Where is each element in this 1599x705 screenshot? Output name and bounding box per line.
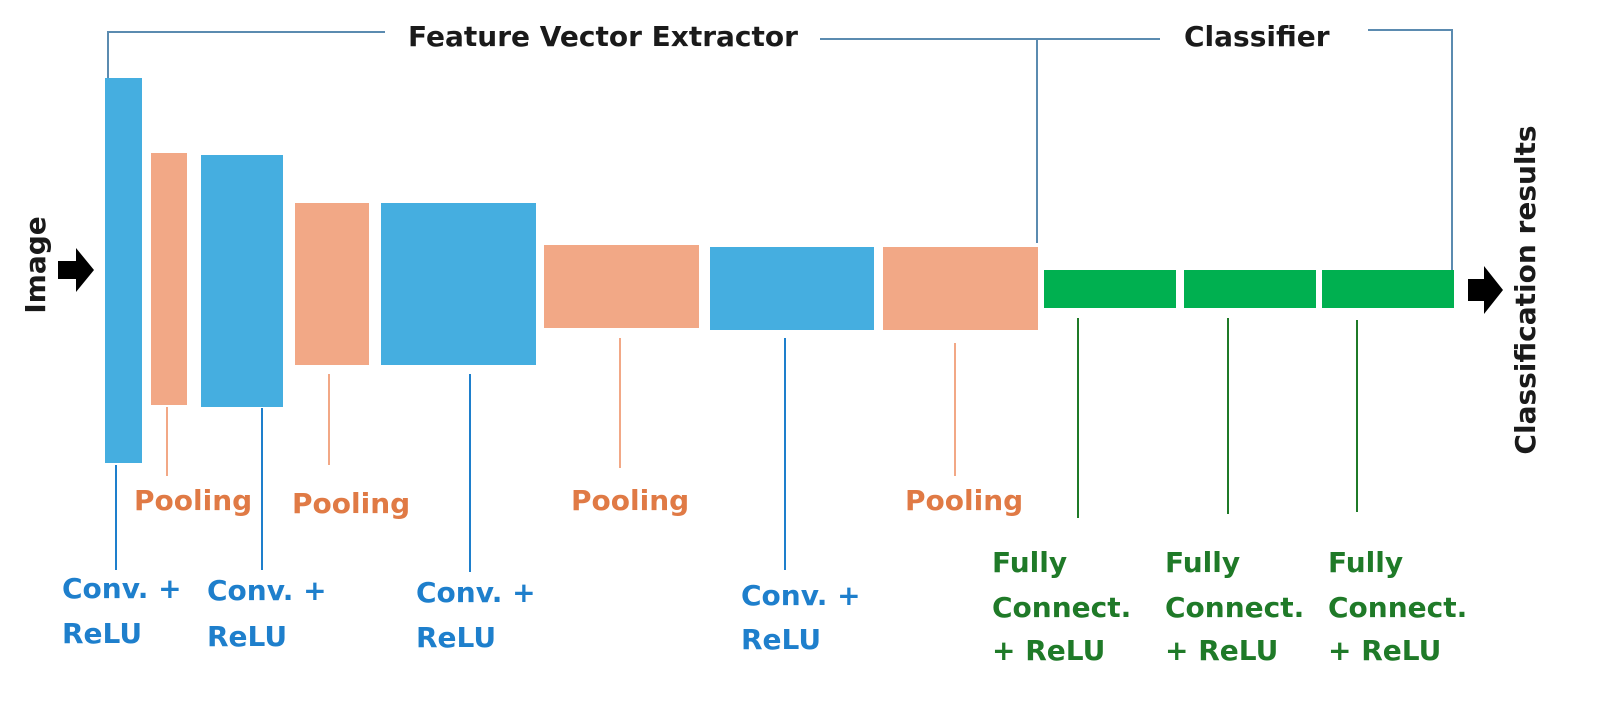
output-arrow-icon [1468, 266, 1503, 314]
pool-block-1 [151, 153, 187, 405]
conv-leader-lines [115, 338, 786, 572]
conv-block-4 [710, 247, 874, 330]
pooling-label-1: Pooling [134, 484, 252, 517]
conv-block-3 [381, 203, 536, 365]
fc-label-2-line1: Fully [1165, 546, 1240, 579]
fc-label-1-line3: + ReLU [992, 634, 1105, 667]
conv-label-1-line1: Conv. + [62, 572, 182, 605]
conv-label-4-line1: Conv. + [741, 579, 861, 612]
fc-label-3-line3: + ReLU [1328, 634, 1441, 667]
fc-label-3-line2: Connect. [1328, 591, 1467, 624]
output-label: Classification results [1509, 125, 1542, 454]
pooling-label-3: Pooling [571, 484, 689, 517]
conv-label-1-line2: ReLU [62, 617, 142, 650]
fc-label-3-line1: Fully [1328, 546, 1403, 579]
fc-label-2-line2: Connect. [1165, 591, 1304, 624]
classifier-bracket [1368, 29, 1453, 270]
pool-block-3 [544, 245, 699, 328]
input-arrow-icon [58, 248, 94, 292]
conv-label-4-line2: ReLU [741, 623, 821, 656]
fc-leader-lines [1077, 318, 1358, 518]
input-label: Image [19, 216, 52, 314]
pool-block-4 [883, 247, 1038, 330]
feature-extractor-bracket [107, 31, 1160, 243]
fc-label-1-line1: Fully [992, 546, 1067, 579]
conv-block-2 [201, 155, 283, 407]
pool-leader-lines [166, 338, 956, 476]
classifier-title: Classifier [1184, 20, 1330, 53]
fc-label-1-line2: Connect. [992, 591, 1131, 624]
feature-extractor-title: Feature Vector Extractor [408, 20, 798, 53]
fc-block-1 [1044, 270, 1176, 308]
fc-block-2 [1184, 270, 1316, 308]
fc-label-2-line3: + ReLU [1165, 634, 1278, 667]
conv-label-3-line2: ReLU [416, 621, 496, 654]
pool-block-2 [295, 203, 369, 365]
conv-label-2-line1: Conv. + [207, 574, 327, 607]
conv-block-1 [105, 78, 142, 463]
pooling-label-2: Pooling [292, 487, 410, 520]
fc-block-3 [1322, 270, 1454, 308]
conv-label-3-line1: Conv. + [416, 576, 536, 609]
pooling-label-4: Pooling [905, 484, 1023, 517]
conv-label-2-line2: ReLU [207, 620, 287, 653]
